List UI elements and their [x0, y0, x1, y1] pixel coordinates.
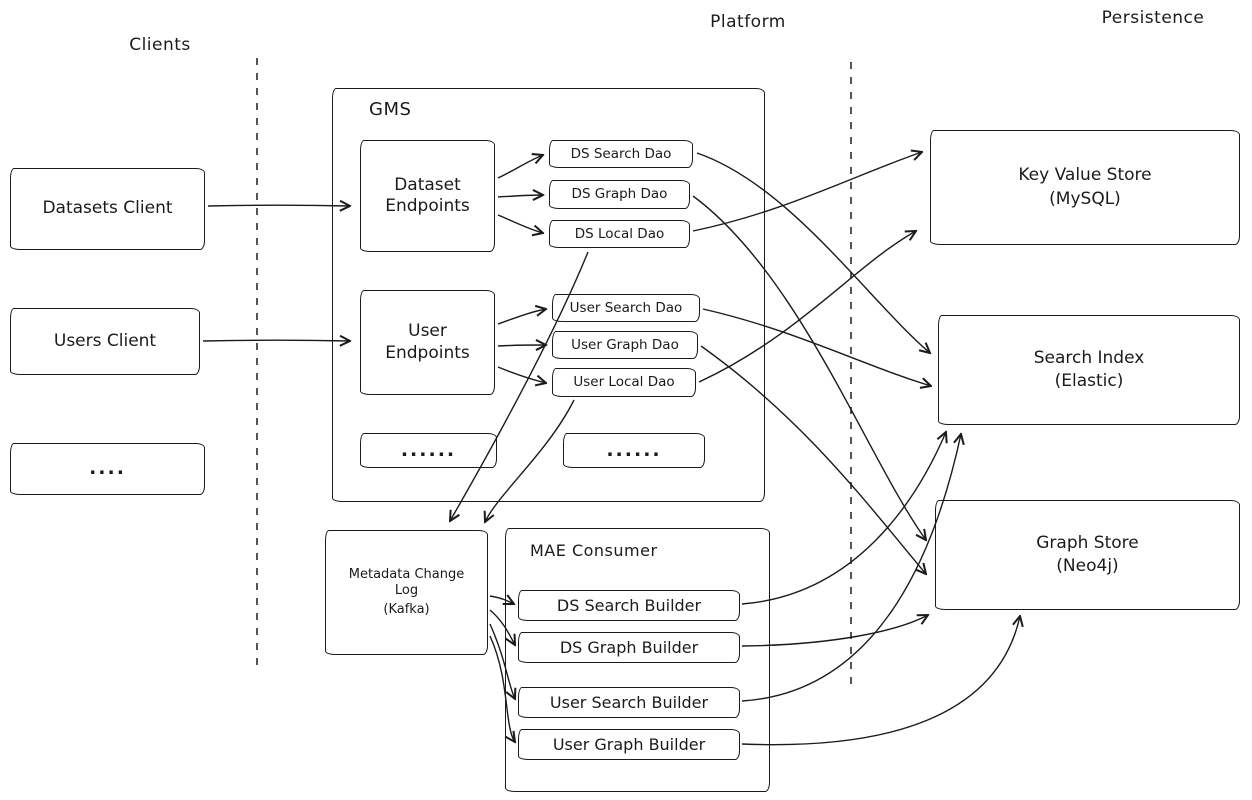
node-user-endpoints: User Endpoints [360, 290, 495, 395]
key-value-store-tech: (MySQL) [1049, 188, 1121, 209]
node-gms-more-right: ...... [563, 433, 705, 468]
metadata-change-log-tech: (Kafka) [383, 601, 430, 617]
ds-search-dao-label: DS Search Dao [570, 145, 672, 162]
datasets-client-label: Datasets Client [42, 198, 173, 219]
gms-title: GMS [369, 99, 412, 120]
node-users-client: Users Client [10, 308, 200, 375]
edge-user-search-builder-to-search-index [741, 434, 961, 702]
clients-more-label: .... [89, 457, 126, 480]
clients-column-header: Clients [129, 35, 191, 55]
graph-store-tech: (Neo4j) [1056, 556, 1119, 576]
node-user-search-builder: User Search Builder [518, 687, 740, 718]
node-ds-search-dao: DS Search Dao [549, 140, 693, 168]
node-gms-more-left: ...... [360, 433, 497, 468]
user-endpoints-label: User Endpoints [385, 321, 470, 363]
node-ds-search-builder: DS Search Builder [518, 590, 740, 621]
node-user-local-dao: User Local Dao [552, 368, 696, 397]
edge-ds-search-builder-to-search-index [741, 432, 946, 605]
node-datasets-client: Datasets Client [10, 168, 205, 250]
node-dataset-endpoints: Dataset Endpoints [360, 140, 495, 252]
ds-search-builder-label: DS Search Builder [556, 595, 702, 615]
graph-store-label: Graph Store [1036, 532, 1139, 553]
ds-local-dao-label: DS Local Dao [574, 225, 665, 242]
mae-consumer-title: MAE Consumer [530, 541, 658, 560]
user-graph-dao-label: User Graph Dao [571, 336, 679, 353]
node-ds-graph-dao: DS Graph Dao [549, 180, 690, 209]
node-ds-local-dao: DS Local Dao [549, 220, 690, 248]
node-user-graph-builder: User Graph Builder [518, 729, 740, 760]
persistence-column-header: Persistence [1101, 8, 1205, 28]
edge-users-client-to-user-endpoints [202, 340, 350, 341]
platform-column-header: Platform [710, 12, 786, 32]
node-metadata-change-log: Metadata Change Log (Kafka) [325, 530, 488, 655]
gms-more-left-label: ...... [400, 438, 457, 461]
key-value-store-label: Key Value Store [1018, 165, 1152, 186]
ds-graph-dao-label: DS Graph Dao [571, 186, 668, 203]
dataset-endpoints-label: Dataset Endpoints [385, 174, 470, 216]
node-key-value-store: Key Value Store (MySQL) [930, 130, 1240, 245]
node-search-index: Search Index (Elastic) [938, 315, 1240, 425]
node-user-search-dao: User Search Dao [552, 294, 700, 322]
metadata-change-log-label: Metadata Change Log [348, 567, 465, 599]
edge-datasets-client-to-dataset-endpoints [207, 205, 350, 206]
node-clients-more: .... [10, 443, 205, 495]
node-user-graph-dao: User Graph Dao [552, 331, 698, 359]
search-index-label: Search Index [1033, 347, 1145, 368]
users-client-label: Users Client [53, 330, 157, 351]
edge-user-graph-builder-to-graph-store [741, 616, 1020, 746]
node-ds-graph-builder: DS Graph Builder [518, 632, 740, 663]
node-graph-store: Graph Store (Neo4j) [935, 500, 1240, 610]
ds-graph-builder-label: DS Graph Builder [559, 637, 699, 657]
gms-more-right-label: ...... [606, 438, 662, 461]
user-search-dao-label: User Search Dao [569, 299, 683, 316]
user-local-dao-label: User Local Dao [573, 374, 675, 391]
user-graph-builder-label: User Graph Builder [552, 734, 706, 754]
search-index-tech: (Elastic) [1054, 371, 1124, 391]
user-search-builder-label: User Search Builder [549, 692, 709, 712]
